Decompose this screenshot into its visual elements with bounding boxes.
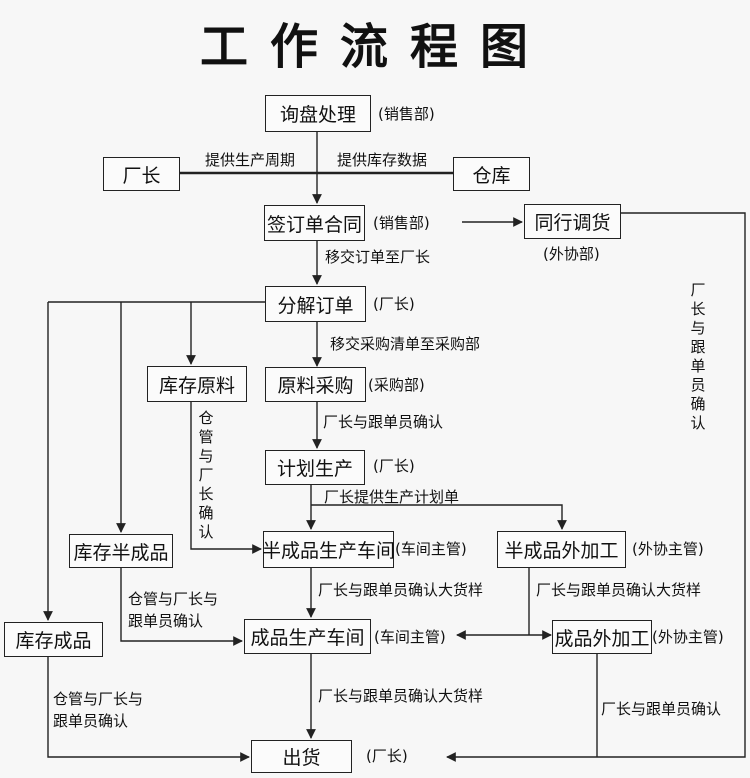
node-fin-workshop: 成品生产车间 xyxy=(244,619,371,654)
arrow-finstock-ship xyxy=(47,657,250,762)
label-bulk-2: 厂长与跟单员确认大货样 xyxy=(536,581,702,599)
node-factory-head: 厂长 xyxy=(103,157,180,191)
tag-semi-workshop: (车间主管) xyxy=(395,540,467,558)
label-bulk-1: 厂长与跟单员确认大货样 xyxy=(318,581,484,599)
node-semi-workshop: 半成品生产车间 xyxy=(262,531,395,568)
tag-peer: (外协部) xyxy=(543,245,600,263)
label-provide-plan: 厂长提供生产计划单 xyxy=(324,488,460,506)
arrow-raw-semi xyxy=(190,402,262,554)
page-title: 工作流程图 xyxy=(199,19,550,75)
tag-decompose: (厂长) xyxy=(373,295,415,313)
label-semi-confirm-2: 跟单员确认 xyxy=(128,612,204,630)
node-peer: 同行调货 xyxy=(524,204,621,239)
node-raw-purchase: 原料采购 xyxy=(265,367,366,402)
tag-ship: (厂长) xyxy=(366,747,408,765)
node-semi-outsource: 半成品外加工 xyxy=(497,531,626,568)
node-raw-stock: 库存原料 xyxy=(147,366,247,402)
tag-contract: (销售部) xyxy=(373,214,430,232)
label-stock-data: 提供库存数据 xyxy=(337,151,428,169)
tag-fin-outsource: (外协主管) xyxy=(652,628,724,646)
label-peer-vertical: 厂长与跟单员确认 xyxy=(690,281,706,432)
tag-inquiry: (销售部) xyxy=(378,105,435,123)
label-raw-vertical: 仓管与厂长确认 xyxy=(198,409,214,541)
node-fin-outsource: 成品外加工 xyxy=(552,620,652,654)
node-fin-stock: 库存成品 xyxy=(4,622,103,657)
label-out-confirm: 厂长与跟单员确认 xyxy=(601,700,722,718)
node-decompose: 分解订单 xyxy=(265,286,366,322)
label-confirm-1: 厂长与跟单员确认 xyxy=(323,413,444,431)
arrow-plan-outsource xyxy=(311,504,567,530)
node-ship: 出货 xyxy=(251,740,352,773)
label-fin-confirm-1: 仓管与厂长与 xyxy=(53,690,144,708)
tag-semi-outsource: (外协主管) xyxy=(632,540,704,558)
arrow-peer-ship xyxy=(446,212,746,762)
tag-raw-purchase: (采购部) xyxy=(368,376,425,394)
label-transfer-list: 移交采购清单至采购部 xyxy=(330,335,481,353)
node-contract: 签订单合同 xyxy=(264,205,365,241)
node-semi-stock: 库存半成品 xyxy=(69,534,173,568)
node-warehouse: 仓库 xyxy=(453,157,530,191)
label-transfer-order: 移交订单至厂长 xyxy=(325,248,431,266)
label-bulk-3: 厂长与跟单员确认大货样 xyxy=(318,687,484,705)
label-lead-time: 提供生产周期 xyxy=(205,151,296,169)
node-plan: 计划生产 xyxy=(265,450,365,485)
arrow-semistock-fin xyxy=(120,568,243,646)
label-semi-confirm-1: 仓管与厂长与 xyxy=(128,590,219,608)
node-inquiry: 询盘处理 xyxy=(265,95,371,132)
tag-plan: (厂长) xyxy=(373,457,415,475)
tag-fin-workshop: (车间主管) xyxy=(374,628,446,646)
label-fin-confirm-2: 跟单员确认 xyxy=(53,712,129,730)
